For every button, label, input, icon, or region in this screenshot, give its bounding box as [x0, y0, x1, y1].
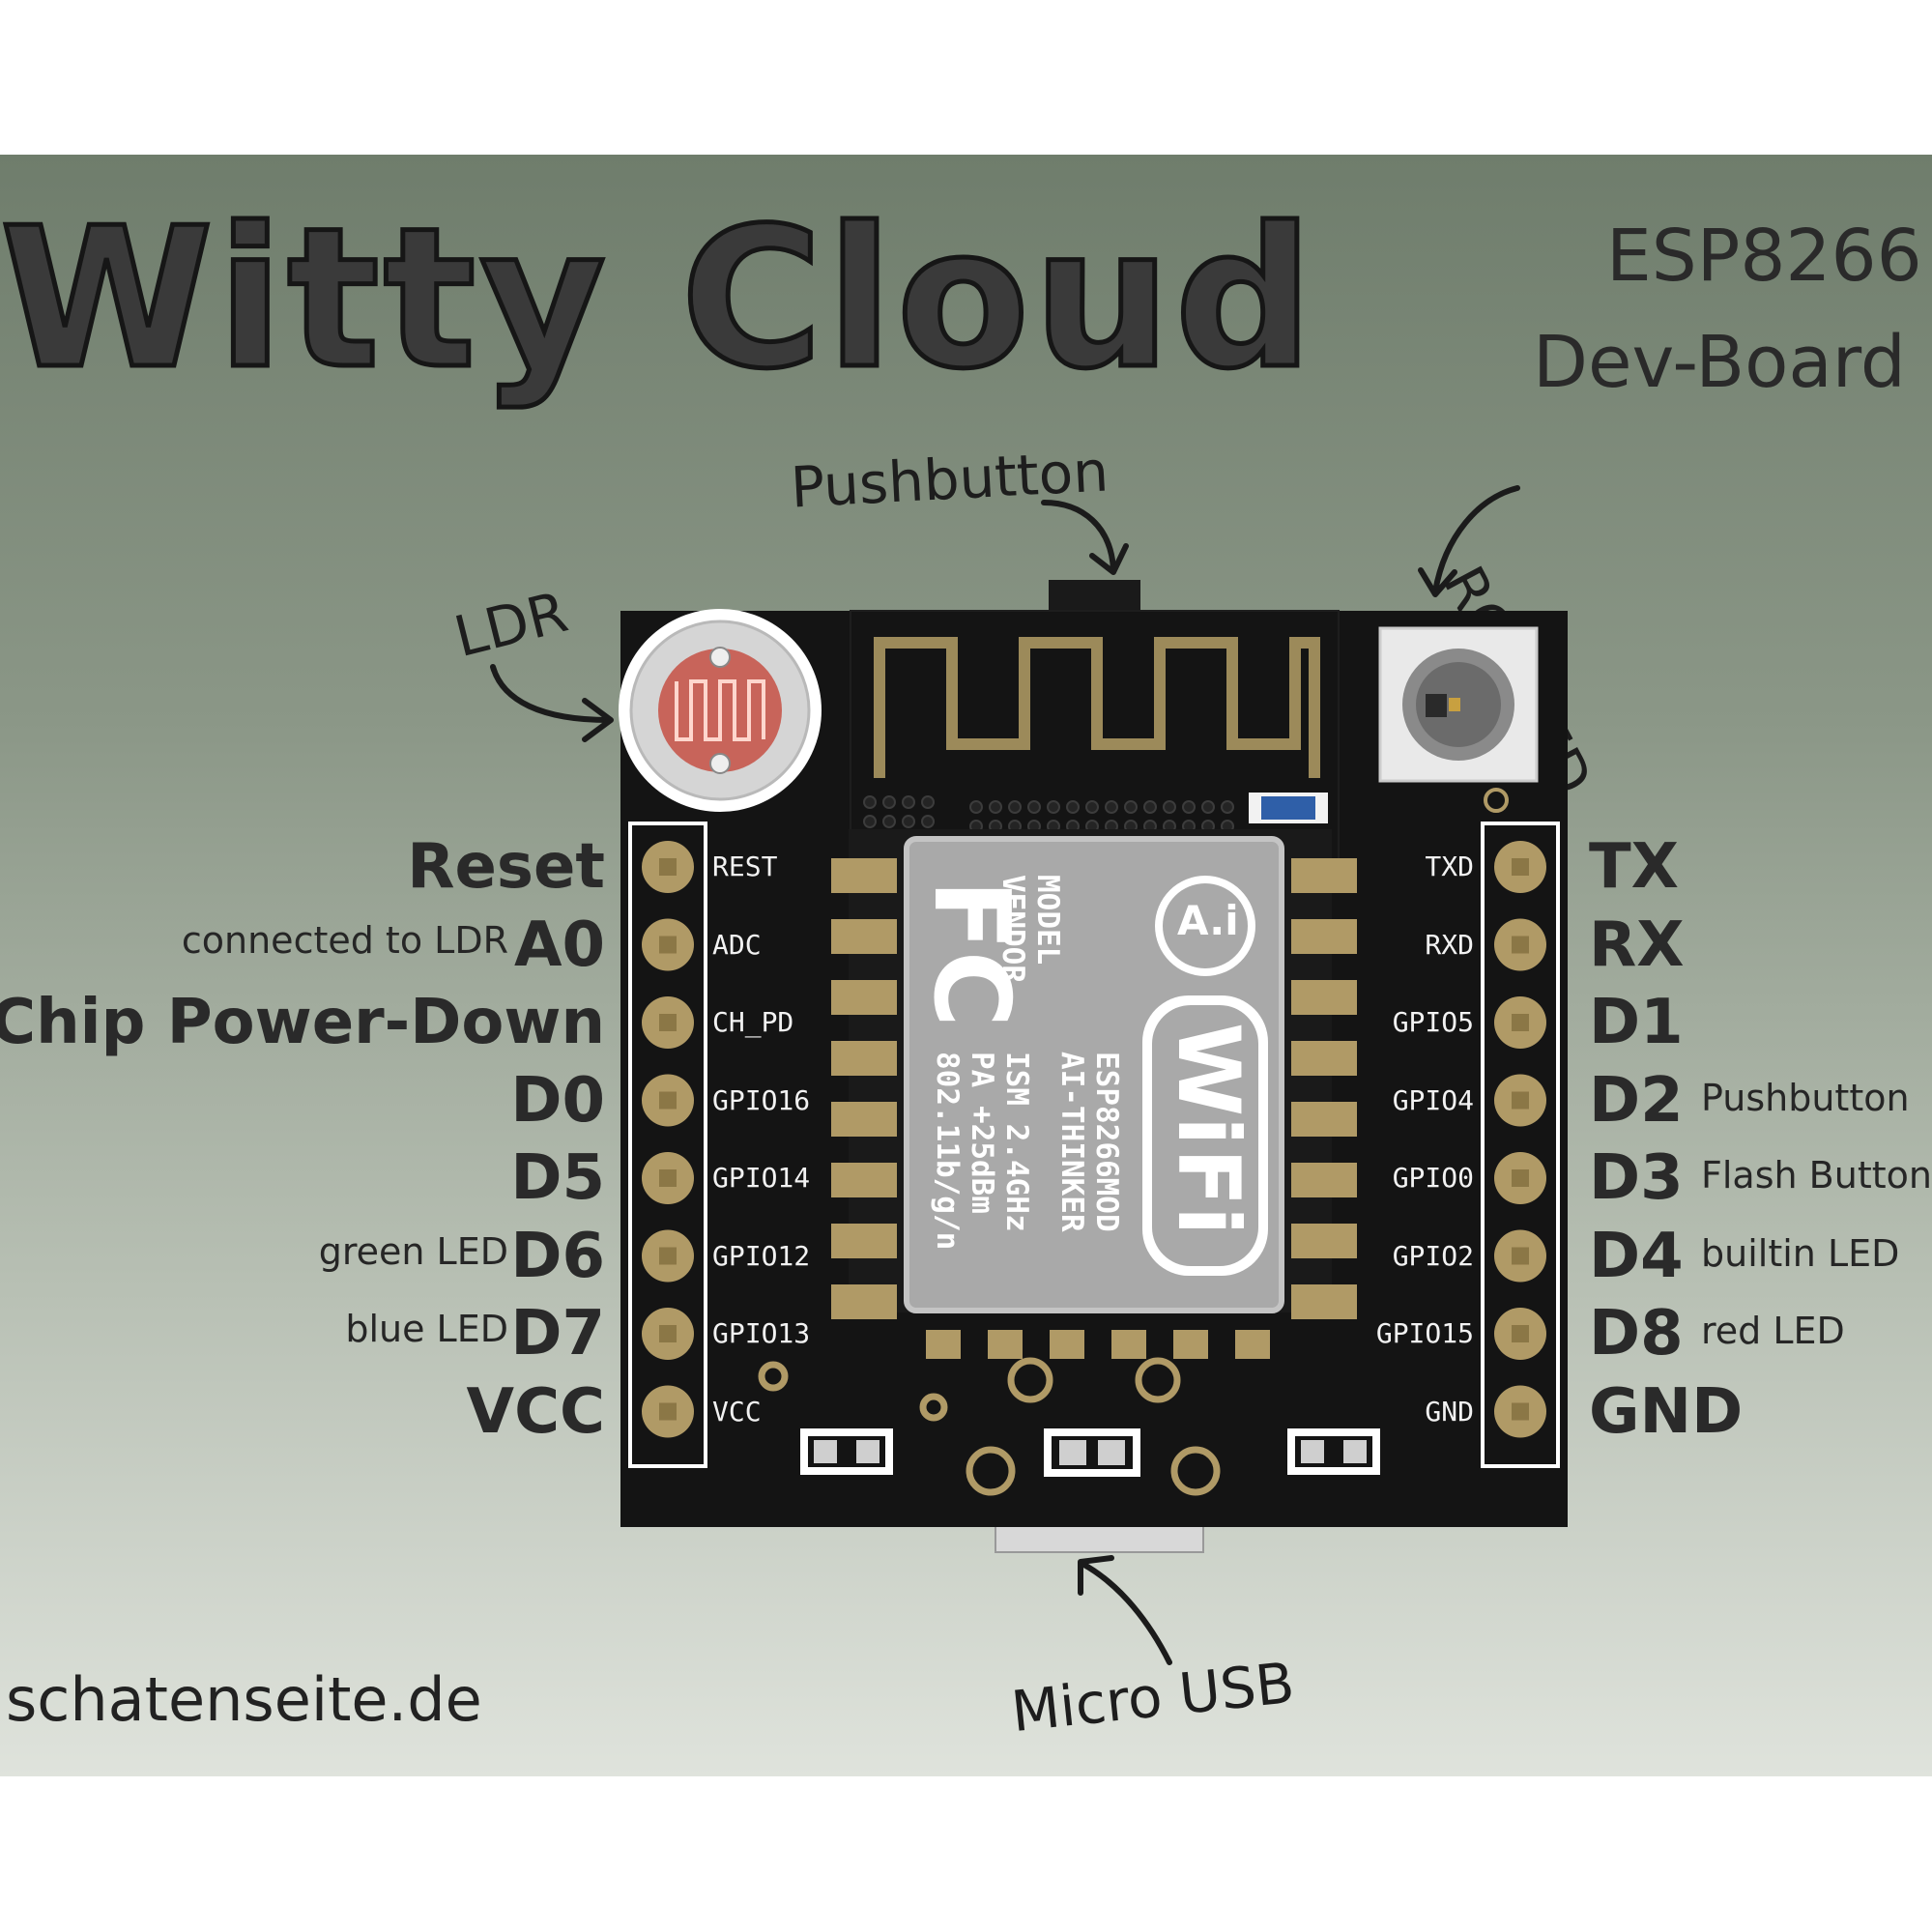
left-pin-label: D5 [510, 1142, 605, 1214]
module-ism: ISM 2.4GHz [999, 1052, 1034, 1232]
left-pin-silk: CH_PD [712, 1006, 794, 1038]
right-pin-silk: RXD [1425, 928, 1474, 961]
left-pin-silk: ADC [712, 928, 762, 961]
website-label: schatenseite.de [6, 1664, 482, 1735]
left-pin-label: Chip Power-Down [0, 987, 605, 1058]
module-vendor-value: AI-THINKER [1054, 1052, 1089, 1232]
rgb-led-arrow [1432, 485, 1520, 594]
right-pin-silk: GPIO4 [1392, 1083, 1474, 1116]
title: Witty Cloud [0, 187, 1317, 412]
right-pin-note: Pushbutton [1701, 1076, 1910, 1119]
right-pin-label: RX [1589, 908, 1685, 981]
right-pin-label: GND [1589, 1375, 1744, 1448]
smd-parts [800, 1428, 1380, 1477]
right-pin-silk: GPIO2 [1392, 1239, 1474, 1272]
subtitle-line1: ESP8266 [1606, 215, 1922, 298]
left-pin-silk: VCC [712, 1395, 762, 1427]
right-pin-silk: TXD [1425, 851, 1474, 882]
ai-logo-text: A.i [1177, 897, 1239, 944]
right-pin-header [1481, 822, 1560, 1468]
module-model-value: ESP8266MOD [1089, 1052, 1124, 1232]
right-pin-label: TX [1589, 831, 1679, 903]
left-pin-label: D7 [510, 1298, 605, 1370]
right-pin-silk: GPIO0 [1392, 1162, 1474, 1194]
left-pin-silk: REST [712, 851, 778, 882]
left-pin-note: connected to LDR [181, 918, 508, 962]
fc-logo: FC [910, 879, 1031, 1028]
right-pin-label: D2 [1589, 1064, 1684, 1137]
right-pin-silk: GPIO5 [1392, 1006, 1474, 1038]
right-pin-label: D3 [1589, 1142, 1684, 1214]
right-pin-silk: GPIO15 [1375, 1317, 1474, 1349]
module-standard: 802.11b/g/n [930, 1052, 965, 1251]
right-pin-label: D8 [1589, 1298, 1684, 1370]
left-pin-label: D0 [510, 1064, 605, 1137]
left-pin-silk: GPIO16 [712, 1083, 811, 1116]
module-spec-block: ESP8266MOD AI-THINKER [1054, 1052, 1124, 1232]
right-pin-note: Flash Button [1701, 1154, 1932, 1197]
wifi-text-wi: Wi [1159, 1023, 1258, 1146]
wifi-text-fi: Fi [1159, 1148, 1258, 1236]
right-pin-note: red LED [1701, 1310, 1845, 1352]
left-pin-label: A0 [513, 908, 605, 981]
left-pin-silk: GPIO13 [712, 1317, 811, 1349]
module-radio-block: ISM 2.4GHz PA +25dBm 802.11b/g/n [930, 1052, 1034, 1250]
pcb-antenna [874, 637, 1320, 778]
module-pa: PA +25dBm [965, 1052, 999, 1214]
pushbutton-arrow [1041, 500, 1116, 573]
left-pin-label: VCC [466, 1375, 605, 1448]
usb-arrow [1080, 1561, 1172, 1665]
right-pin-label: D1 [1589, 987, 1684, 1058]
left-pin-label: D6 [510, 1220, 605, 1292]
left-pin-silk: GPIO12 [712, 1239, 811, 1272]
subtitle-line2: Dev-Board [1533, 321, 1906, 404]
left-pin-note: green LED [318, 1229, 508, 1273]
left-pin-label: Reset [407, 831, 605, 903]
left-pin-silk: GPIO14 [712, 1162, 811, 1194]
module-model: MODEL [1030, 875, 1065, 966]
right-pin-note: builtin LED [1701, 1231, 1900, 1275]
right-pin-silk: GND [1425, 1395, 1474, 1427]
left-pin-note: blue LED [345, 1308, 508, 1350]
left-pin-header [628, 822, 707, 1468]
right-pin-label: D4 [1589, 1220, 1684, 1292]
micro-usb-connector [995, 1524, 1204, 1553]
ldr-arrow [490, 664, 612, 723]
